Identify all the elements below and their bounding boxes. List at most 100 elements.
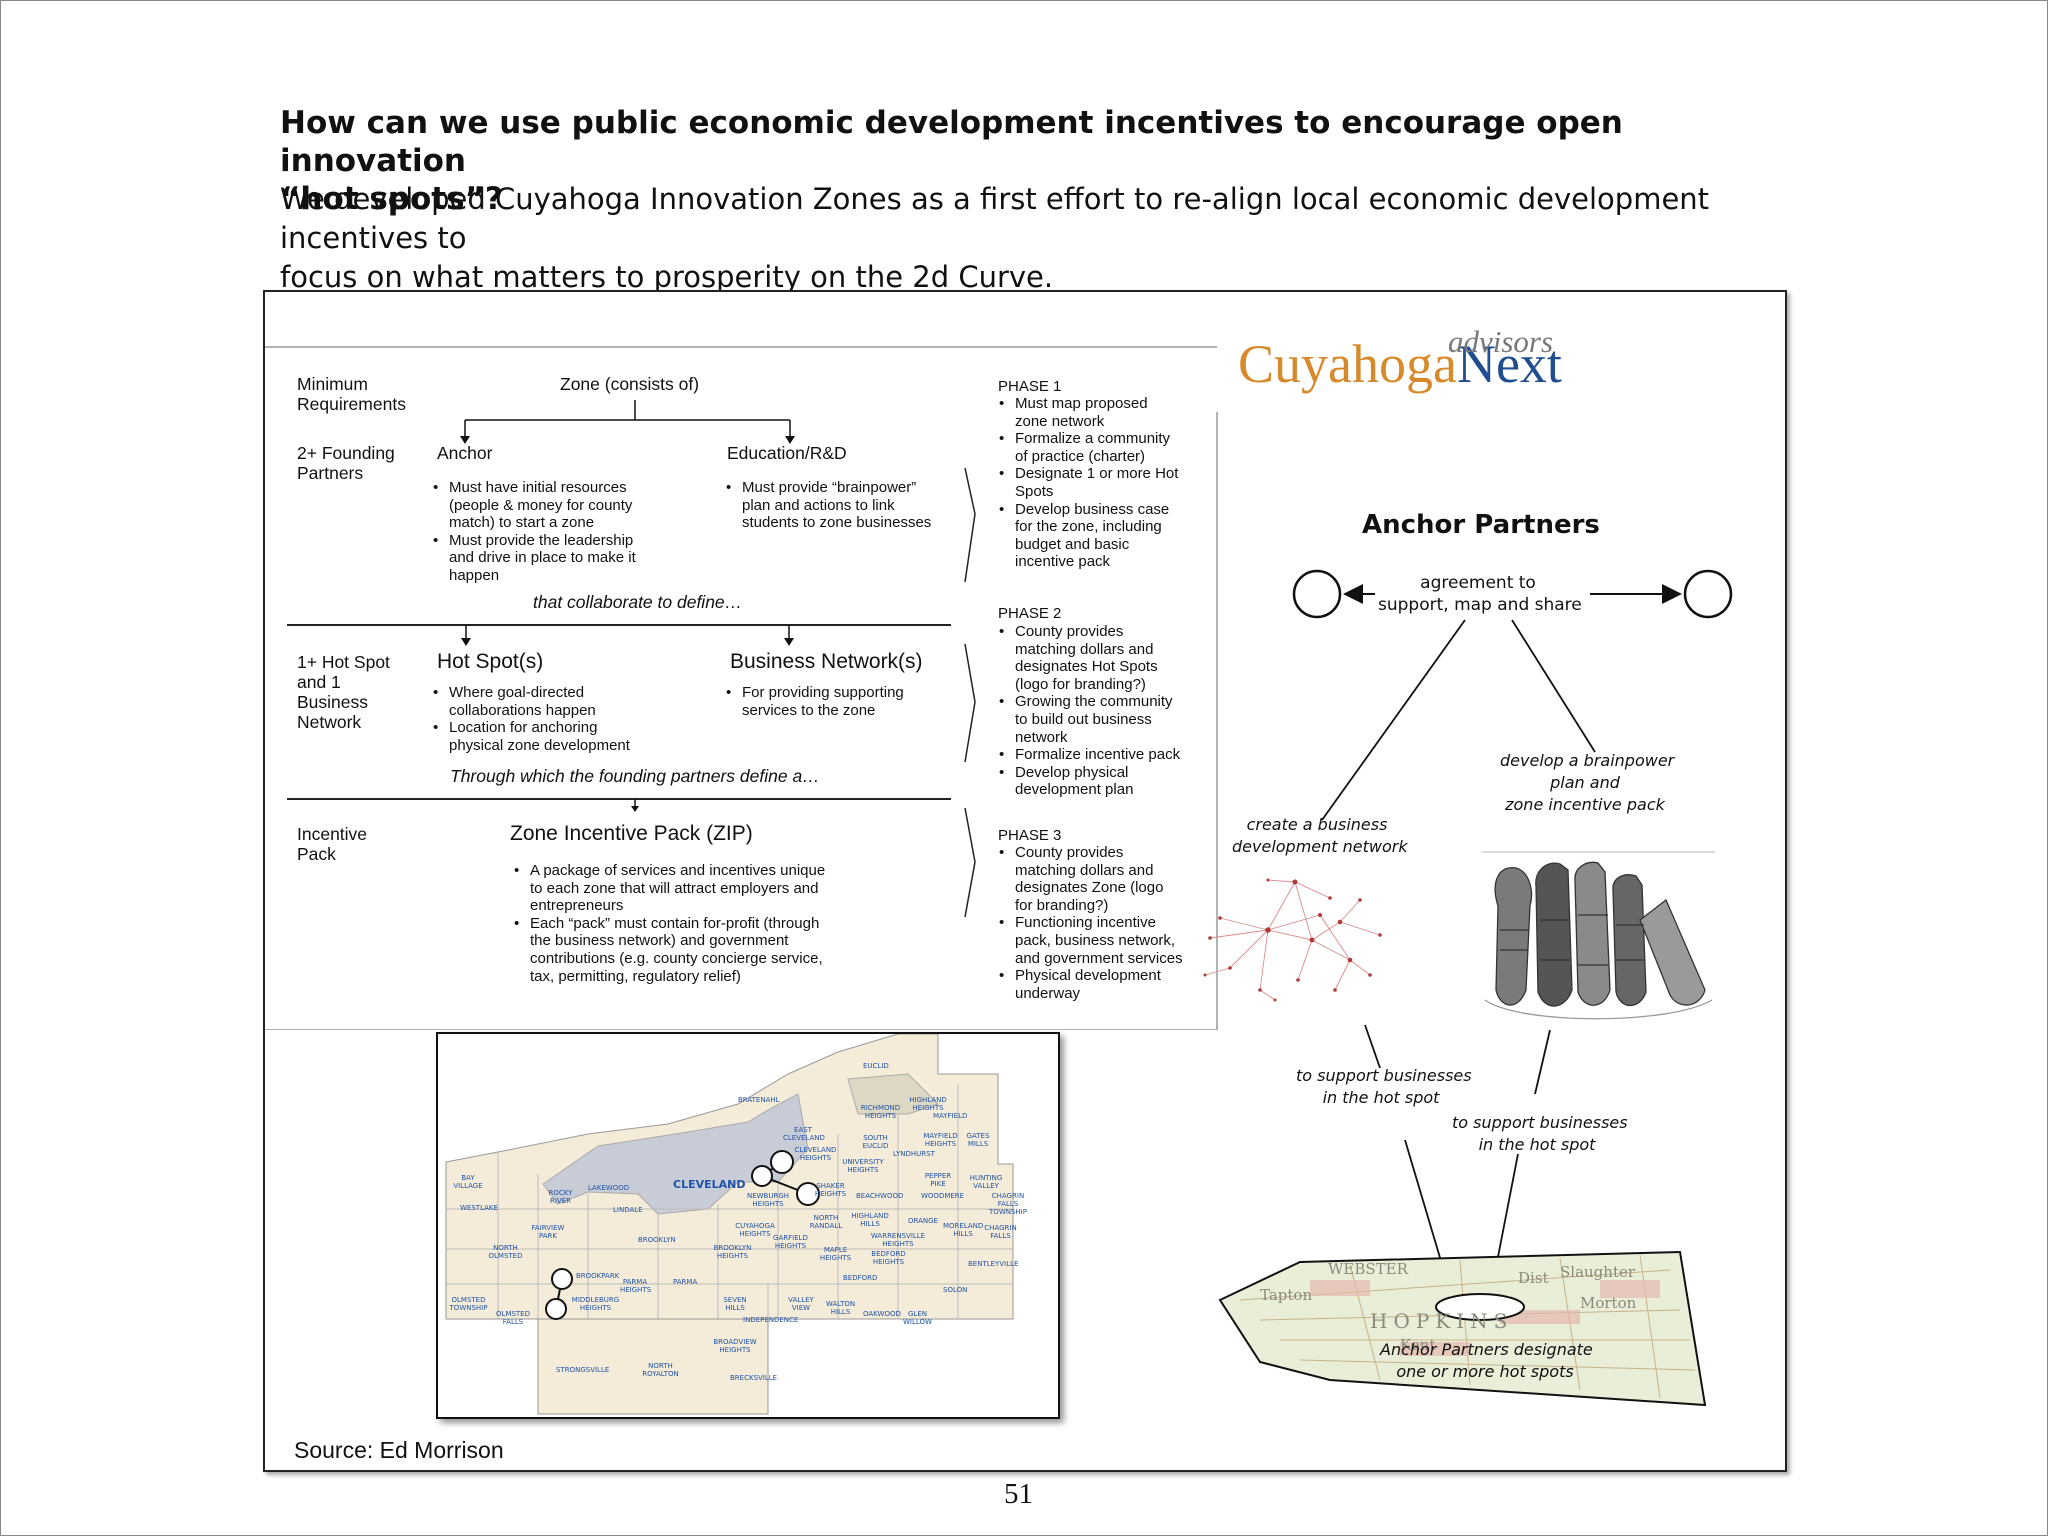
map-word-hopkins: HOPKINS — [1370, 1309, 1513, 1333]
city-label: BROADVIEW HEIGHTS — [713, 1338, 757, 1354]
map-word-slaughter: Slaughter — [1560, 1263, 1636, 1281]
city-label: BRECKSVILLE — [730, 1374, 778, 1382]
city-label: RICHMOND HEIGHTS — [860, 1104, 901, 1120]
city-label: MAPLE HEIGHTS — [819, 1246, 852, 1262]
city-label: BEDFORD HEIGHTS — [871, 1250, 906, 1266]
page-number: 51 — [1004, 1478, 1033, 1510]
city-label: GLEN WILLOW — [903, 1310, 932, 1326]
city-label: WOODMERE — [921, 1192, 965, 1200]
city-label: OLMSTED FALLS — [496, 1310, 530, 1326]
network-nodes — [1203, 878, 1382, 1002]
city-label: WARRENSVILLE HEIGHTS — [870, 1232, 926, 1248]
city-label: SHAKER HEIGHTS — [814, 1182, 847, 1198]
city-label: HIGHLAND HILLS — [851, 1212, 889, 1228]
cuyahoga-county-map: EUCLID BRATENAHL HIGHLAND HEIGHTS RICHMO… — [436, 1032, 1060, 1419]
subtext-line-1: We developed Cuyahoga Innovation Zones a… — [280, 182, 1710, 255]
city-label: CHAGRIN FALLS — [984, 1224, 1017, 1240]
city-label: WESTLAKE — [460, 1204, 498, 1212]
city-label: OLMSTED TOWNSHIP — [449, 1296, 488, 1312]
map-word-webster: WEBSTER — [1328, 1260, 1409, 1278]
city-label: BROOKPARK — [576, 1272, 620, 1280]
list-item: Must provide “brainpower”plan and action… — [725, 479, 931, 532]
city-label: WALTON HILLS — [825, 1300, 856, 1316]
city-label: NEWBURGH HEIGHTS — [746, 1192, 790, 1208]
city-label: INDEPENDENCE — [743, 1316, 799, 1324]
street-map-text: WEBSTER Slaughter Tapton HOPKINS Dist Mo… — [1260, 1260, 1637, 1354]
slide-heading: How can we use public economic developme… — [280, 104, 1800, 218]
education-bullets: Must provide “brainpower”plan and action… — [725, 479, 931, 532]
city-label: MORELAND HILLS — [943, 1222, 984, 1238]
business-network-graph — [1204, 879, 1381, 1001]
city-label: GATES MILLS — [966, 1132, 990, 1148]
city-label: LAKEWOOD — [588, 1184, 630, 1192]
city-label: BROOKLYN — [638, 1236, 676, 1244]
city-label: BROOKLYN HEIGHTS — [713, 1244, 752, 1260]
city-label: CLEVELAND — [673, 1178, 746, 1191]
subtext-line-2: focus on what matters to prosperity on t… — [280, 260, 1054, 294]
city-label: MAYFIELD HEIGHTS — [923, 1132, 958, 1148]
anchor-partners-diagram: WEBSTER Slaughter Tapton HOPKINS Dist Mo… — [1203, 569, 1733, 1407]
city-label: GARFIELD HEIGHTS — [773, 1234, 808, 1250]
heading-line-2: “hot spots”? — [280, 181, 503, 217]
city-label: PEPPER PIKE — [924, 1172, 952, 1188]
list-item: Formalize incentive pack — [998, 746, 1180, 764]
partner-circle-left — [1292, 569, 1342, 619]
city-label: OAKWOOD — [863, 1310, 901, 1318]
city-label: SOUTH EUCLID — [862, 1134, 889, 1150]
city-label: BEACHWOOD — [856, 1192, 904, 1200]
city-label: UNIVERSITY HEIGHTS — [842, 1158, 884, 1174]
map-word-tapton: Tapton — [1260, 1286, 1312, 1304]
hot-spot-ellipse — [1435, 1293, 1525, 1321]
city-label: BAY VILLAGE — [453, 1174, 483, 1190]
city-label: EAST CLEVELAND — [783, 1126, 825, 1142]
city-label: CLEVELAND HEIGHTS — [794, 1146, 837, 1162]
city-label: MAYFIELD — [933, 1112, 968, 1120]
education-heading: Education/R&D — [727, 443, 847, 463]
map-word-dist: Dist — [1518, 1269, 1549, 1287]
hot-spot-marker — [796, 1182, 820, 1206]
map-word-morton: Kent — [1400, 1336, 1435, 1354]
city-label: STRONGSVILLE — [556, 1366, 610, 1374]
cuyahoganext-logo: CuyahogaNext — [1238, 334, 1562, 394]
city-label: SEVEN HILLS — [723, 1296, 747, 1312]
city-label: BRATENAHL — [738, 1096, 780, 1104]
city-label: PARMA — [673, 1278, 698, 1286]
anchor-partners-title: Anchor Partners — [1362, 510, 1600, 540]
map-word-kent: Morton — [1580, 1294, 1637, 1312]
city-label: NORTH OLMSTED — [488, 1244, 523, 1260]
list-item: Each “pack” must contain for-profit (thr… — [513, 915, 825, 985]
city-label: SOLON — [943, 1286, 968, 1294]
city-label: FAIRVIEW PARK — [531, 1224, 565, 1240]
city-label: HIGHLAND HEIGHTS — [909, 1096, 947, 1112]
city-label: HUNTING VALLEY — [969, 1174, 1003, 1190]
city-label: CUYAHOGA HEIGHTS — [735, 1222, 775, 1238]
